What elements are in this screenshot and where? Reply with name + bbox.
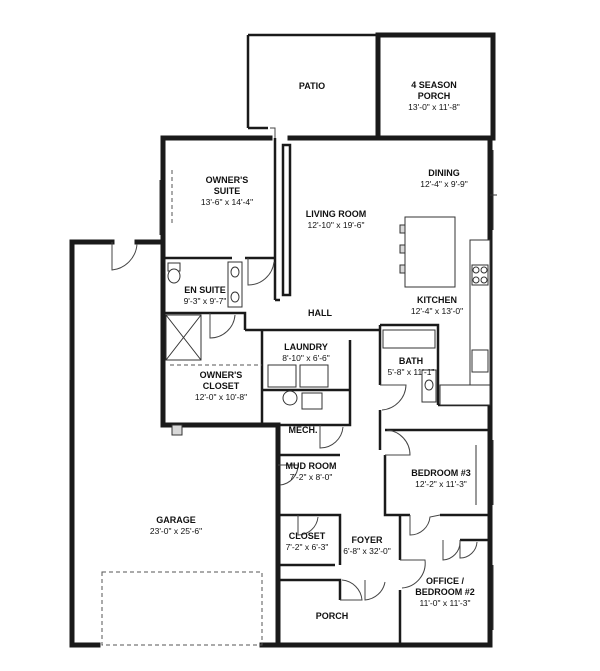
- four-season-porch-walls: [375, 32, 496, 141]
- patio-label: PATIO: [299, 81, 325, 91]
- water-heater: [282, 390, 298, 406]
- owners-suite-dim: 13'-6" x 14'-4": [201, 197, 253, 207]
- office-closet-door: [442, 540, 478, 561]
- garage-dim: 23'-0" x 25'-6": [150, 526, 202, 536]
- patio-door: [270, 127, 276, 138]
- bath-label: BATH: [399, 356, 423, 366]
- owners-suite-label-2: SUITE: [214, 186, 241, 196]
- mech-label: MECH.: [289, 425, 318, 435]
- room-labels: PATIO 4 SEASON PORCH 13'-0" x 11'-8" OWN…: [150, 80, 475, 621]
- laundry-mech-walls: [260, 330, 352, 427]
- owners-closet-label-2: CLOSET: [203, 381, 240, 391]
- windows: [69, 150, 497, 646]
- living-partition: [281, 143, 292, 297]
- en-suite-door-swing: [247, 258, 275, 286]
- fixtures: [165, 216, 491, 505]
- kitchen-sink: [471, 349, 489, 373]
- four-season-label-1: 4 SEASON: [411, 80, 457, 90]
- mudroom-closet-walls: [278, 453, 342, 567]
- front-door-swing: [340, 579, 386, 601]
- closet-label: CLOSET: [289, 531, 326, 541]
- en-suite-dim: 9'-3" x 9'-7": [184, 296, 227, 306]
- porch-label: PORCH: [316, 611, 349, 621]
- foyer-label: FOYER: [351, 535, 383, 545]
- doors: [111, 127, 478, 601]
- bath-door-swing: [380, 384, 407, 411]
- porch-top-wall: [278, 578, 342, 600]
- office-label-1: OFFICE /: [426, 576, 464, 586]
- washer: [267, 364, 297, 388]
- bath-walls: [378, 323, 440, 450]
- laundry-label: LAUNDRY: [284, 342, 328, 352]
- en-suite-bottom-wall: [163, 311, 247, 330]
- mudroom-door-swing: [278, 464, 299, 486]
- kitchen-label: KITCHEN: [417, 295, 457, 305]
- kitchen-dim: 12'-4" x 13'-0": [411, 306, 463, 316]
- office-door-swing: [400, 559, 426, 589]
- four-season-label-2: PORCH: [418, 91, 451, 101]
- closet-door-swing: [209, 313, 236, 339]
- office-dim: 11'-0" x 11'-3": [419, 598, 470, 608]
- dining-dim: 12'-4" x 9'-9": [420, 179, 468, 189]
- bathtub: [382, 329, 436, 349]
- owners-suite-label-1: OWNER'S: [206, 175, 249, 185]
- post: [171, 424, 183, 436]
- kitchen-lower-counter: [439, 384, 491, 406]
- garage-door-swing: [111, 242, 138, 271]
- garage-walls: [69, 239, 281, 648]
- office-walls: [398, 515, 490, 645]
- office-label-2: BEDROOM #2: [415, 587, 475, 597]
- four-season-dim: 13'-0" x 11'-8": [408, 102, 460, 112]
- bedroom3-door-swing: [385, 429, 411, 456]
- stool: [399, 224, 406, 234]
- bath-dim: 5'-8" x 11'-1": [388, 367, 435, 377]
- owners-closet-dim: 12'-0" x 10'-8": [195, 392, 247, 402]
- owners-closet-label-1: OWNER'S: [200, 370, 243, 380]
- stool: [399, 264, 406, 274]
- bedroom3-closet-door: [409, 514, 441, 536]
- hall-label: HALL: [308, 308, 332, 318]
- bedroom3-label: BEDROOM #3: [411, 468, 471, 478]
- mud-room-label: MUD ROOM: [286, 461, 337, 471]
- stool: [399, 244, 406, 254]
- living-room-dim: 12'-10" x 19'-6": [307, 220, 364, 230]
- patio-outline: [246, 33, 378, 130]
- bedroom3-dim: 12'-2" x 11'-3": [415, 479, 467, 489]
- furnace: [301, 392, 323, 410]
- en-suite-label: EN SUITE: [184, 285, 226, 295]
- closet-door-swing-2: [297, 515, 319, 536]
- mud-room-dim: 7'-2" x 8'-0": [290, 472, 333, 482]
- living-room-label: LIVING ROOM: [306, 209, 367, 219]
- laundry-dim: 8'-10" x 6'-6": [282, 353, 330, 363]
- garage-label: GARAGE: [156, 515, 196, 525]
- dining-label: DINING: [428, 168, 460, 178]
- toilet-bowl: [167, 268, 181, 284]
- dryer: [299, 364, 329, 388]
- mech-door-swing: [319, 425, 344, 449]
- foyer-dim: 6'-8" x 32'-0": [343, 546, 391, 556]
- closet-dim: 7'-2" x 6'-3": [286, 542, 329, 552]
- bedroom3-walls: [383, 428, 490, 517]
- walls: [69, 32, 496, 648]
- suite-hall-wall: [273, 138, 280, 302]
- kitchen-island: [404, 216, 456, 288]
